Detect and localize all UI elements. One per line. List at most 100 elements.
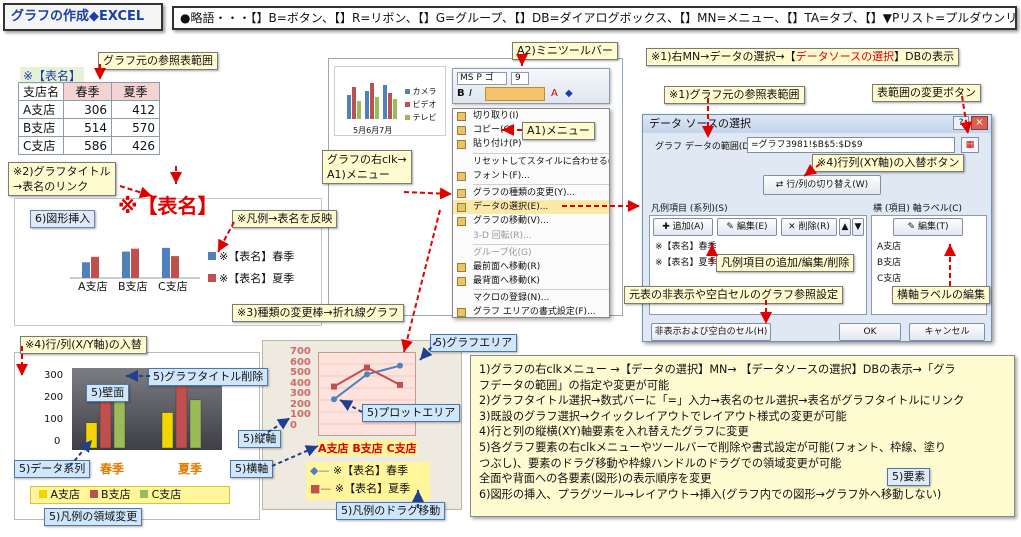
table-cell: 306 (63, 100, 113, 119)
chart1-legend-1[interactable]: ※【表名】春季 (208, 248, 294, 264)
chart2-legend[interactable]: A支店 B支店 C支店 (30, 486, 230, 504)
align-buttons-icon[interactable] (485, 87, 545, 101)
series-item[interactable]: ※【表名】夏季 (655, 258, 717, 268)
menu-item-format-area[interactable]: グラフ エリアの書式設定(F)... (453, 305, 609, 319)
series-item[interactable]: ※【表名】春季 (655, 242, 717, 252)
chart3-point (397, 362, 403, 369)
tag-wall: 5)壁面 (86, 384, 130, 402)
font-select[interactable]: MS P ゴ (457, 72, 507, 85)
axis-edit-button[interactable]: ✎ 編集(T) (893, 218, 963, 236)
range-input[interactable]: =グラフ3981!$B$5:$D$9 (747, 137, 955, 153)
mini-chart-bars (347, 83, 397, 119)
menu-item-copy[interactable]: コピー(C) (453, 123, 609, 137)
range-collapse-icon[interactable]: ▦ (961, 137, 979, 153)
cancel-button[interactable]: キャンセル (909, 323, 985, 341)
swap-icon: ⇄ (775, 180, 784, 190)
close-button[interactable]: × (971, 116, 988, 130)
chart1-bar (171, 256, 179, 278)
help-button[interactable]: ? (953, 116, 969, 130)
axis-label: 横 (項目) 軸ラベル(C) (873, 204, 963, 214)
swap-row-col-button[interactable]: ⇄ 行/列の切り替え(W) (763, 175, 881, 195)
menu-item-bring-front[interactable]: 最前面へ移動(R) (453, 260, 609, 274)
chart3-point (331, 396, 337, 403)
move-down-icon[interactable]: ▼ (852, 218, 864, 236)
note-line: 2)グラフタイトル選択→数式バーに「=」入力→表名のセル選択→表名がグラフタイト… (479, 394, 965, 408)
menu-item-cut[interactable]: 切り取り(I) (453, 109, 609, 123)
note-line: つぶし)、要素のドラグ移動や枠線ハンドルのドラグでの領域変更が可能 (479, 456, 842, 470)
menu-item-reset-style[interactable]: リセットしてスタイルに合わせる(A) (473, 156, 609, 167)
chart1-bars (70, 247, 200, 279)
menu-item-select-data[interactable]: データの選択(E)... (453, 200, 609, 215)
menu-item-font[interactable]: フォント(F)... (453, 169, 609, 183)
menu-item-paste[interactable]: 貼り付け(P) (453, 137, 609, 151)
chart3-point (397, 381, 403, 388)
axis-item[interactable]: B支店 (877, 258, 902, 268)
range-label: グラフ データの範囲(D): (655, 142, 756, 152)
tag-data-series: 5)データ系列 (14, 460, 91, 478)
table-header: 春季 (63, 82, 113, 101)
tag-legend-drag: 5)凡例のドラグ移動 (336, 502, 446, 520)
table-row: A支店 306 412 (17, 100, 161, 119)
legend-label: 凡例項目 (系列)(S) (651, 204, 728, 214)
font-color-icon[interactable]: A (551, 88, 558, 99)
chart2-ytick: 300 (44, 370, 64, 381)
callout-source-range: グラフ元の参照表範囲 (98, 52, 218, 70)
menu-item-change-type[interactable]: グラフの種類の変更(Y)... (453, 186, 609, 200)
bring-front-icon (457, 262, 466, 272)
dialog-title-bar[interactable]: データ ソースの選択 ? × (643, 115, 991, 133)
send-back-icon (457, 277, 466, 287)
axis-item[interactable]: C支店 (877, 274, 902, 284)
callout-row-col-swap: ※4)行/列(X/Y軸)の入替 (20, 336, 147, 354)
menu-item-move-chart[interactable]: グラフの移動(V)... (453, 214, 609, 228)
data-source-dialog[interactable]: データ ソースの選択 ? × グラフ データの範囲(D): =グラフ3981!$… (642, 114, 992, 342)
delete-button[interactable]: ✕ 削除(R) (781, 218, 837, 236)
note-line: 4)行と列の縦横(XY)軸要素を入れ替えたグラフに変更 (479, 425, 749, 439)
tag-elements: 5)要素 (887, 468, 931, 486)
table-header: 夏季 (111, 82, 161, 101)
axis-item[interactable]: A支店 (877, 242, 902, 252)
page-title: グラフの作成◆EXCEL (3, 3, 163, 31)
note-line: 6)図形の挿入、プラグツール→レイアウト→挿入(グラフ内での図形→グラフ外へ移動… (479, 487, 942, 501)
chart1-xlabel-b: B支店 (118, 280, 148, 293)
chart3-legend[interactable]: ◆— ※【表名】春季 ■— ※【表名】夏季 (306, 462, 430, 500)
chart1-xlabel-c: C支店 (158, 280, 188, 293)
menu-item-macro[interactable]: マクロの登録(N)... (473, 293, 550, 304)
edit-button[interactable]: ✎ 編集(E) (717, 218, 777, 236)
callout-shape-insert[interactable]: 6)図形挿入 (30, 210, 96, 228)
add-icon: ✚ (662, 222, 670, 232)
chart1-legend-2[interactable]: ※【表名】夏季 (208, 270, 294, 286)
size-select[interactable]: 9 (511, 72, 529, 85)
table-caption: ※【表名】 (20, 67, 85, 84)
callout-mini-toolbar: A2)ミニツールバー (512, 42, 618, 60)
chart-title[interactable]: ※【表名】 (118, 194, 218, 218)
menu-item-group[interactable]: グループ化(G) (473, 247, 532, 258)
menu-item-3d-rotate[interactable]: 3-D 回転(R)... (473, 230, 532, 241)
fill-color-icon[interactable]: ◆ (565, 88, 573, 99)
hidden-cells-button[interactable]: 非表示および空白のセル(H) (651, 323, 771, 341)
table-cell: 412 (111, 100, 161, 119)
chart3-xlabels: A支店 B支店 C支店 (318, 440, 417, 456)
context-menu[interactable]: 切り取り(I) コピー(C) 貼り付け(P) リセットしてスタイルに合わせる(A… (452, 108, 610, 318)
move-up-icon[interactable]: ▲ (839, 218, 851, 236)
table-cell: 586 (63, 136, 113, 155)
format-icon (457, 308, 466, 318)
ok-button[interactable]: OK (839, 323, 901, 341)
menu-item-send-back[interactable]: 最背面へ移動(K) (453, 274, 609, 288)
mini-chart-legend: カメラ ビデオ テレビ (405, 85, 437, 124)
bold-icon[interactable]: B (457, 88, 465, 99)
note-line: 3)既設のグラフ選択→クイックレイアウトでレイアウト様式の変更が可能 (479, 409, 847, 423)
add-button[interactable]: ✚ 追加(A) (653, 218, 713, 236)
note-line: 1)グラフの右clkメニュー →【データの選択】MN→ 【データソースの選択】D… (479, 363, 956, 376)
mini-toolbar[interactable]: MS P ゴ 9 B I A ◆ (452, 68, 610, 104)
menu-separator (473, 152, 609, 154)
chart1-bar (122, 251, 130, 278)
callout-range-change-button: 表範囲の変更ボタン (872, 84, 981, 102)
abbreviation-legend: ●略語・・・【】B=ボタン、【】R=リボン、【】G=グループ、【】DB=ダイアロ… (172, 6, 1017, 30)
paste-icon (457, 140, 466, 150)
chart1-bar (82, 262, 90, 278)
note-line: フデータの範囲」の指定や変更が可能 (479, 378, 670, 392)
italic-icon[interactable]: I (469, 88, 472, 99)
source-table: 支店名 春季 夏季 A支店 306 412 B支店 514 570 C支店 58… (17, 82, 161, 155)
callout-title-link: ※2)グラフタイトル →表名のリンク (8, 162, 116, 196)
